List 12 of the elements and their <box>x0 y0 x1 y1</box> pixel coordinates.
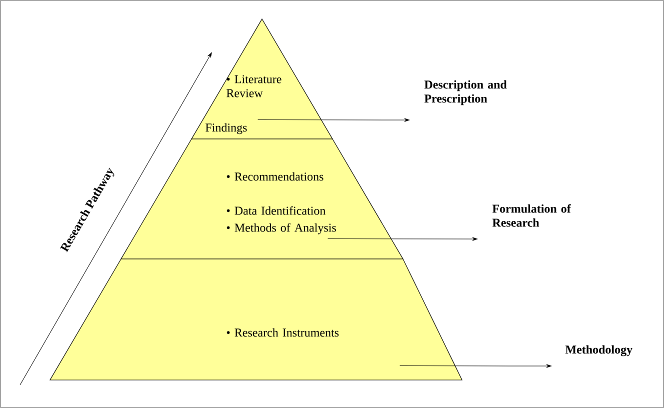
arrow <box>328 237 478 241</box>
tier-text: • Recommendations <box>226 172 324 181</box>
stage-label: Description and Prescription <box>424 80 507 106</box>
tier-text: Findings <box>206 123 247 134</box>
tier-text: • Data Identification <box>226 206 326 215</box>
tier-text: • Literature Review <box>226 75 282 98</box>
stage-label: Formulation of Research <box>492 204 571 227</box>
arrow <box>400 364 552 368</box>
tier-text: • Research Instruments <box>226 328 339 337</box>
tier-text: • Methods of Analysis <box>226 223 336 234</box>
stage-label: Methodology <box>565 345 632 356</box>
arrow <box>258 118 410 122</box>
